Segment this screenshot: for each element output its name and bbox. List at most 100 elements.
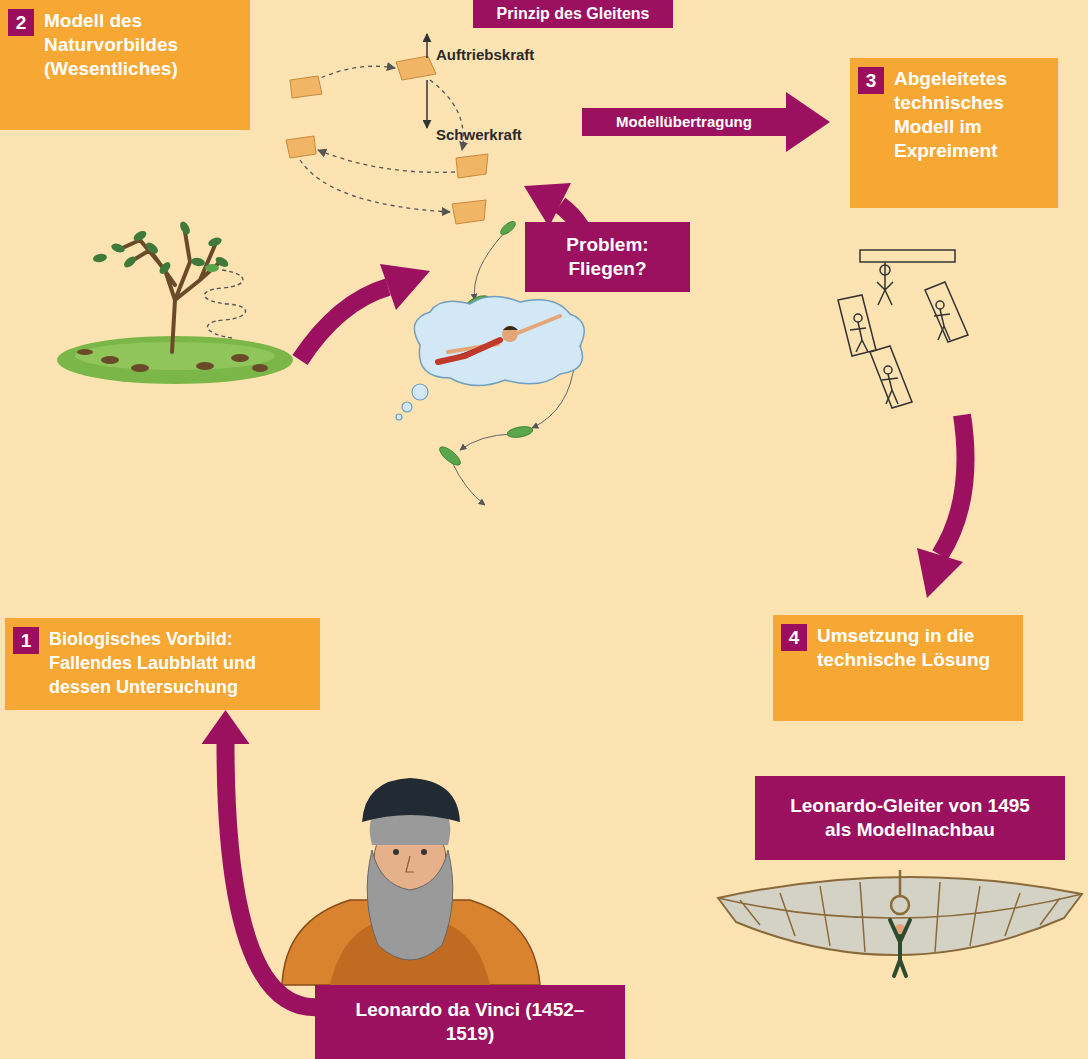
gliding-model xyxy=(396,56,436,80)
box-text: Problem: Fliegen? xyxy=(552,233,664,281)
step-text: Abgeleitetes technisches Modell im Expre… xyxy=(894,67,1048,163)
portrait xyxy=(393,849,399,855)
thought-bubble xyxy=(396,414,402,420)
force-label: Auftriebskraft xyxy=(436,46,534,64)
glider xyxy=(890,920,910,976)
cycle-arrow xyxy=(940,415,966,555)
thought-bubble xyxy=(414,296,584,385)
tree xyxy=(75,342,275,370)
arrow-label: Modellübertragung xyxy=(582,108,786,136)
step-box: 1 Biologisches Vorbild: Fallendes Laubbla… xyxy=(5,618,320,710)
tree xyxy=(132,229,148,243)
arrow-head xyxy=(202,710,250,744)
experiment-figures xyxy=(936,301,944,309)
name-box: Leonardo da Vinci (1452–1519) xyxy=(315,985,625,1059)
portrait xyxy=(406,856,414,872)
box-text: Leonardo da Vinci (1452–1519) xyxy=(353,998,588,1046)
box-text: Prinzip des Gleitens xyxy=(497,4,650,24)
callout-number: 2 xyxy=(8,9,34,36)
step-box: 2 Modell des Naturvorbildes (Wesentliches… xyxy=(0,0,250,130)
gliding-model xyxy=(286,136,316,158)
portrait xyxy=(282,778,540,985)
falling-leaves xyxy=(499,219,518,237)
tree xyxy=(101,356,119,364)
tree xyxy=(122,254,138,269)
cycle-arrow xyxy=(524,183,571,227)
thought-bubble xyxy=(396,296,584,420)
portrait xyxy=(362,778,460,822)
cycle-arrow xyxy=(917,548,963,598)
transfer-arrow: Modellübertragung xyxy=(582,92,830,152)
glider xyxy=(718,870,1082,976)
portrait xyxy=(421,849,427,855)
tree xyxy=(190,257,205,267)
tree xyxy=(178,220,192,236)
callout-number: 4 xyxy=(781,624,807,651)
experiment-figures xyxy=(884,366,892,374)
cycle-arrow xyxy=(300,183,966,598)
glider xyxy=(891,896,909,914)
callout-number: 3 xyxy=(858,67,884,94)
step-box: 3 Abgeleitetes technisches Modell im Expr… xyxy=(850,58,1058,208)
gliding-model xyxy=(456,154,488,178)
tree xyxy=(77,349,93,355)
tree xyxy=(252,364,268,372)
experiment-figures xyxy=(860,250,955,262)
step-text: Biologisches Vorbild: Fallendes Laubblat… xyxy=(49,627,310,699)
thought-bubble xyxy=(448,316,560,352)
gliding-model xyxy=(452,200,486,224)
thought-bubble xyxy=(503,326,518,330)
tree xyxy=(57,336,293,384)
experiment-figures xyxy=(882,374,898,404)
problem-box: Problem: Fliegen? xyxy=(525,222,690,292)
thought-bubble xyxy=(438,340,500,362)
tree xyxy=(196,362,214,370)
falling-leaves xyxy=(460,434,512,450)
tree xyxy=(157,260,172,276)
callout-number: 1 xyxy=(13,627,39,654)
step-text: Umsetzung in die technische Lösung xyxy=(817,624,1013,672)
caption-box: Leonardo-Gleiter von 1495 als Modellnach… xyxy=(755,776,1065,860)
gliding-model xyxy=(300,160,450,212)
box-text: Leonardo-Gleiter von 1495 als Modellnach… xyxy=(775,794,1045,842)
tree xyxy=(92,253,107,263)
falling-leaves xyxy=(437,444,463,468)
tree xyxy=(92,220,230,276)
tree xyxy=(205,264,219,272)
experiment-figures xyxy=(854,314,862,322)
step-text: Modell des Naturvorbildes (Wesentliches) xyxy=(44,9,240,81)
gliding-model xyxy=(318,150,455,172)
experiment-figures xyxy=(838,250,968,408)
thought-bubble xyxy=(412,384,428,400)
portrait xyxy=(367,850,453,960)
cycle-arrow xyxy=(380,264,430,310)
tree xyxy=(118,232,220,352)
experiment-figures xyxy=(925,282,968,342)
experiment-figures xyxy=(870,346,912,408)
glider xyxy=(899,870,902,896)
thought-bubble xyxy=(502,326,518,342)
experiment-figures xyxy=(838,295,876,356)
tree xyxy=(207,236,223,248)
falling-leaves xyxy=(474,232,505,300)
gliding-model xyxy=(426,80,428,128)
experiment-figures xyxy=(850,322,868,352)
force-label: Schwerkraft xyxy=(436,126,522,144)
experiment-figures xyxy=(877,262,893,305)
tree xyxy=(205,270,246,338)
tree xyxy=(110,242,126,254)
falling-leaves xyxy=(452,462,485,505)
gliding-model xyxy=(290,76,322,98)
arrow-shape xyxy=(582,92,830,152)
thought-bubble xyxy=(402,402,412,412)
tree xyxy=(131,364,149,372)
falling-leaves xyxy=(506,425,533,439)
title-box: Prinzip des Gleitens xyxy=(473,0,673,28)
step-box: 4 Umsetzung in die technische Lösung xyxy=(773,615,1023,721)
tree xyxy=(57,220,293,384)
cycle-arrow xyxy=(300,287,388,360)
cycle-arrow xyxy=(226,744,316,1007)
tree xyxy=(231,354,249,362)
gliding-model xyxy=(426,34,428,58)
